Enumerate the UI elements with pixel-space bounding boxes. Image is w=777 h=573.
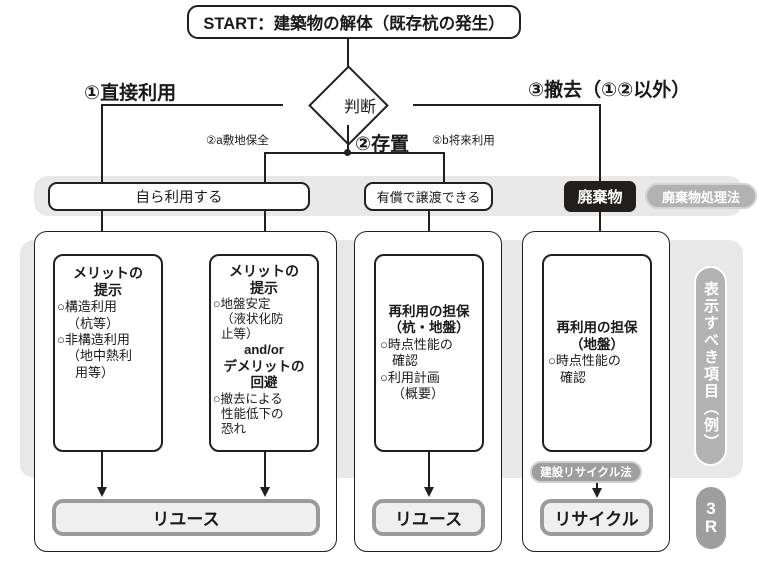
detail-heading-waste: 再利用の担保 （地盤） [556, 319, 638, 352]
connector-2b-down [443, 152, 445, 184]
law-tag-waste-label: 廃棄物処理法 [661, 189, 740, 205]
badge-3r-number: 3 [706, 499, 716, 519]
detail-heading-transfer: 再利用の担保 （杭・地盤） [388, 303, 470, 336]
connector-2a-down [264, 152, 266, 184]
law-tag-recycle: 建設リサイクル法 [530, 461, 642, 483]
connector-left-branch-h [101, 104, 283, 106]
detail-item: （杭等） [67, 315, 120, 331]
connector-right-branch-v [599, 104, 601, 184]
detail-item: ○時点性能の [380, 336, 453, 352]
classification-box-waste: 廃棄物 [564, 181, 636, 212]
detail-item: ○構造利用 [57, 299, 117, 315]
branch-label-middle: ②存置 [355, 134, 410, 155]
law-tag-waste: 廃棄物処理法 [645, 183, 757, 209]
connector-detail2-to-result [264, 452, 266, 489]
detail-item: ○利用計画 [380, 369, 440, 385]
arrow-detail4-to-result [591, 488, 602, 498]
detail-heading2-ground: デメリットの 回避 [223, 359, 305, 391]
detail-item: 用等） [75, 364, 115, 380]
connector-detail1-to-result [101, 452, 103, 489]
arrow-detail3-to-result [423, 487, 434, 497]
detail-item: ○撤去による [213, 391, 283, 406]
connector-middle-branch-v [347, 125, 349, 152]
detail-connector-andor: and/or [244, 342, 284, 358]
connector-detail4-to-result [596, 483, 598, 491]
decision-label: 判断 [343, 99, 376, 116]
connector-middle-split-h [264, 152, 444, 154]
side-label-display-items-text: 表示すべき項目（例） [702, 281, 719, 451]
branch-sublabel-a: ②a敷地保全 [206, 135, 269, 147]
connector-detail3-to-result [428, 452, 430, 489]
detail-item: ○地盤安定 [213, 296, 271, 311]
detail-item: 確認 [560, 369, 587, 385]
result-label: リユース [152, 510, 220, 529]
arrow-detail1-to-result [96, 487, 107, 497]
branch-label-right: ③撤去（①②以外） [528, 80, 691, 101]
classification-label-self-use: 自ら利用する [135, 190, 223, 206]
detail-item: ○非構造利用 [57, 331, 130, 347]
detail-item: ○時点性能の [548, 353, 621, 369]
detail-box-waste: 再利用の担保 （地盤） ○時点性能の 確認 [542, 254, 652, 452]
start-box: START：建築物の解体（既存杭の発生） [187, 5, 521, 39]
detail-item: 確認 [392, 353, 419, 369]
detail-box-structural: メリットの 提示 ○構造利用 （杭等） ○非構造利用 （地中熱利 用等） [53, 254, 163, 452]
detail-heading-structural: メリットの 提示 [73, 265, 143, 299]
connector-right-branch-h [413, 104, 601, 106]
detail-heading-ground: メリットの 提示 [229, 263, 299, 296]
badge-3r: 3 R [696, 487, 726, 549]
classification-box-transfer: 有償で譲渡できる [364, 182, 493, 211]
start-box-label: START：建築物の解体（既存杭の発生） [203, 15, 505, 33]
branch-label-left: ①直接利用 [84, 83, 177, 104]
result-label: リサイクル [554, 510, 639, 529]
connector-left-branch-v [101, 104, 103, 184]
classification-label-transfer: 有償で譲渡できる [376, 190, 481, 205]
result-label: リユース [394, 510, 463, 529]
detail-item: 性能低下の [221, 406, 284, 421]
result-box-recycle: リサイクル [540, 499, 653, 536]
result-box-reuse-transfer: リユース [372, 499, 485, 536]
classification-box-self-use: 自ら利用する [48, 182, 310, 211]
branch-sublabel-b: ②b将来利用 [432, 135, 495, 147]
arrow-detail2-to-result [259, 487, 270, 497]
badge-3r-letter: R [704, 517, 718, 536]
detail-item: （液状化防 [221, 311, 284, 326]
detail-item: 恐れ [221, 422, 247, 437]
detail-item: （地中熱利 [67, 348, 133, 364]
detail-box-ground: メリットの 提示 ○地盤安定 （液状化防 止等） and/or デメリットの 回… [209, 254, 319, 452]
decision-diamond: 判断 [281, 64, 415, 146]
result-box-reuse-direct: リユース [52, 499, 320, 536]
detail-box-transfer: 再利用の担保 （杭・地盤） ○時点性能の 確認 ○利用計画 （概要） [374, 254, 484, 452]
connector-start-to-decision [347, 39, 349, 75]
classification-label-waste: 廃棄物 [577, 189, 623, 206]
detail-item: 止等） [221, 327, 259, 342]
side-label-display-items: 表示すべき項目（例） [694, 266, 727, 466]
law-tag-recycle-label: 建設リサイクル法 [540, 467, 632, 479]
detail-item: （概要） [392, 386, 445, 402]
